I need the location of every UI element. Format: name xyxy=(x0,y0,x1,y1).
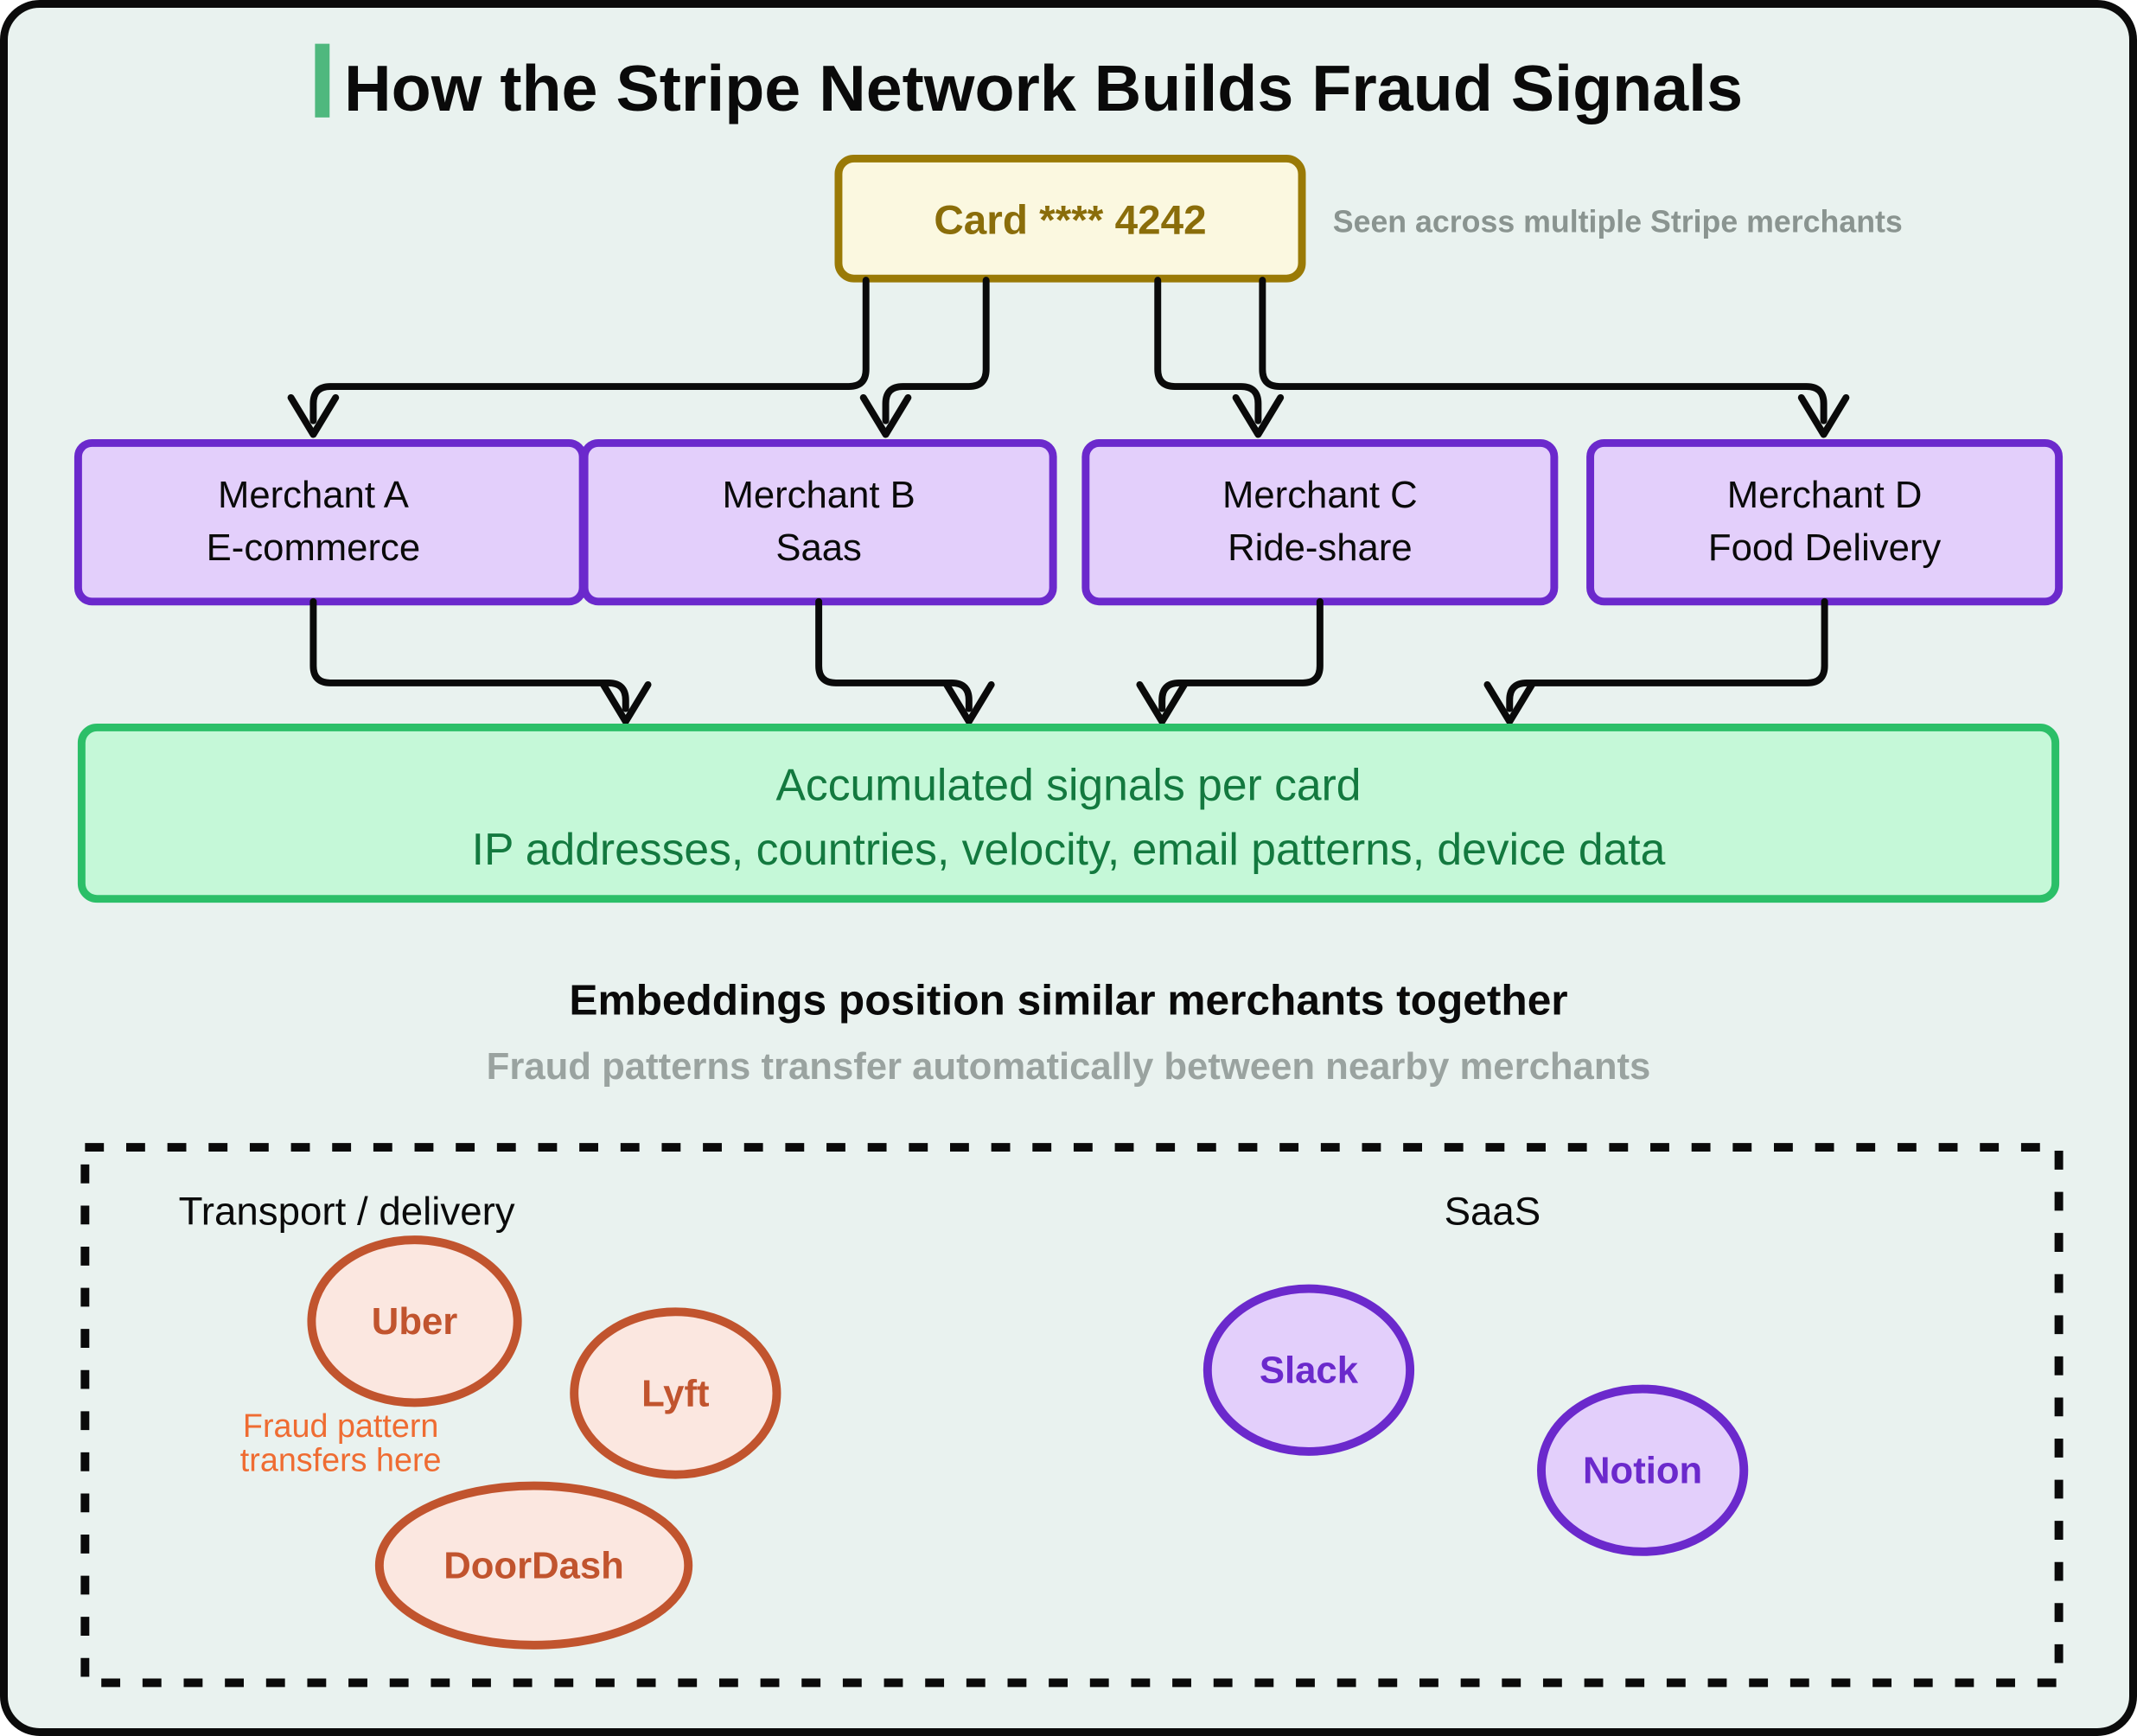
embedding-space-box xyxy=(80,1143,2064,1688)
arrowhead-merchant-c xyxy=(1232,393,1285,438)
merchant-b-category: Saas xyxy=(775,527,862,569)
signals-line-2: IP addresses, countries, velocity, email… xyxy=(472,824,1666,874)
embedding-subheading: Fraud patterns transfer automatically be… xyxy=(487,1045,1651,1088)
connector-card-to-merchant-d xyxy=(1259,277,1828,424)
merchant-b-name: Merchant B xyxy=(722,474,915,516)
merchant-a-name: Merchant A xyxy=(218,474,410,516)
merchant-box-a[interactable] xyxy=(73,438,587,606)
fraud-transfer-annotation-line-2: transfers here xyxy=(240,1442,442,1478)
arrowhead-signals-b xyxy=(943,680,995,725)
title-accent-bar xyxy=(315,43,330,118)
merchant-box-d[interactable] xyxy=(1586,438,2064,606)
arrowhead-signals-d xyxy=(1483,680,1536,725)
arrowhead-signals-a xyxy=(599,680,652,725)
fraud-signals-flow-diagram: How the Stripe Network Builds Fraud Sign… xyxy=(73,43,2064,1688)
connector-merchant-b-to-signals xyxy=(815,597,973,712)
merchant-c-name: Merchant C xyxy=(1222,474,1418,516)
embedding-node-uber[interactable] xyxy=(307,1235,522,1407)
embedding-node-lyft-label: Lyft xyxy=(641,1372,709,1414)
arrowhead-signals-c xyxy=(1136,680,1188,725)
cluster-label-transport: Transport / delivery xyxy=(179,1189,515,1233)
merchant-a-category: E-commerce xyxy=(207,527,420,569)
connector-card-to-merchant-a xyxy=(309,277,870,424)
merchant-d-name: Merchant D xyxy=(1727,474,1923,516)
fraud-transfer-annotation-line-1: Fraud pattern xyxy=(243,1407,438,1444)
arrowhead-merchant-b xyxy=(859,393,912,438)
connector-card-to-merchant-c xyxy=(1154,277,1262,424)
embedding-node-lyft[interactable] xyxy=(570,1307,781,1479)
embedding-heading: Embeddings position similar merchants to… xyxy=(569,976,1567,1024)
connector-merchant-a-to-signals xyxy=(309,597,629,712)
cluster-label-saas: SaaS xyxy=(1445,1189,1541,1233)
connector-merchant-d-to-signals xyxy=(1506,597,1828,712)
merchant-box-c[interactable] xyxy=(1081,438,1559,606)
signals-line-1: Accumulated signals per card xyxy=(776,760,1362,810)
embedding-node-slack[interactable] xyxy=(1202,1284,1415,1456)
embedding-node-slack-label: Slack xyxy=(1260,1350,1359,1392)
card-annotation-text: Seen across multiple Stripe merchants xyxy=(1333,205,1903,239)
arrowhead-merchant-d xyxy=(1797,393,1850,438)
accumulated-signals-box[interactable] xyxy=(77,724,2060,903)
page-title: How the Stripe Network Builds Fraud Sign… xyxy=(344,52,1743,124)
arrowhead-merchant-a xyxy=(287,393,340,438)
connector-card-to-merchant-b xyxy=(882,277,990,424)
embedding-node-doordash[interactable] xyxy=(374,1481,693,1650)
card-node-label: Card **** 4242 xyxy=(934,198,1206,244)
merchant-box-b[interactable] xyxy=(580,438,1057,606)
connector-merchant-c-to-signals xyxy=(1158,597,1324,712)
card-node[interactable] xyxy=(834,154,1306,283)
merchant-d-category: Food Delivery xyxy=(1708,527,1942,569)
embedding-node-notion[interactable] xyxy=(1537,1384,1749,1556)
embedding-node-uber-label: Uber xyxy=(372,1300,457,1343)
embedding-node-doordash-label: DoorDash xyxy=(443,1545,624,1587)
embedding-node-notion-label: Notion xyxy=(1583,1450,1702,1492)
merchant-c-category: Ride-share xyxy=(1228,527,1413,569)
